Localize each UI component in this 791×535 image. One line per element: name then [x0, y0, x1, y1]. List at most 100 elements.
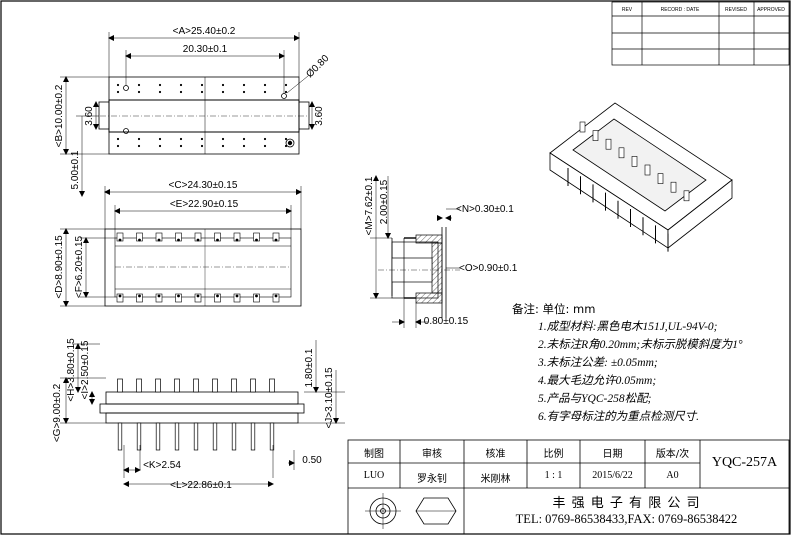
record-date-header: RECORD : DATE [661, 7, 700, 13]
pin-lower [212, 422, 218, 451]
pin-contact [221, 137, 225, 141]
pin-contact [263, 90, 267, 94]
pin-contact [137, 83, 141, 87]
pin-bottom [155, 293, 163, 303]
pin-contact [221, 83, 225, 87]
note-item: 6.有字母标注的为重点检测尺寸. [538, 411, 699, 423]
revised-header: REVISED [725, 7, 747, 13]
side-view-dimensions [60, 340, 345, 487]
hole-diameter-label: Ø0.80 [304, 53, 331, 80]
tb-value-reviewed: 罗永钊 [417, 474, 447, 485]
front-pin-row [116, 232, 280, 303]
approved-header: APPROVED [757, 7, 785, 13]
pin-bottom [272, 293, 280, 303]
pin-contact [216, 294, 219, 298]
pin-contact [158, 90, 162, 94]
note-item: 3.未标注公差: ±0.05mm; [538, 357, 658, 369]
company-name: 丰 强 电 子 有 限 公 司 [552, 496, 701, 511]
dim-050-label: 0.50 [302, 455, 322, 466]
pin-contact [137, 144, 141, 148]
pin-contact [221, 90, 225, 94]
pin-contact [284, 144, 288, 148]
pin-upper [155, 378, 161, 393]
side-view [99, 378, 305, 451]
pin-upper [117, 378, 123, 393]
pin-contact [157, 294, 161, 298]
mounting-hole [281, 93, 287, 99]
pin-contact [235, 238, 239, 242]
tb-header-reviewed: 审核 [422, 449, 442, 460]
pin-contact [200, 83, 204, 87]
pin-contact [157, 238, 161, 242]
note-item: 1.成型材料:黑色电木151J,UL-94V-0; [538, 321, 718, 333]
rev-header: REV [622, 7, 633, 13]
iso-pin-top [605, 138, 612, 150]
pin-upper [250, 378, 256, 393]
pin-contact [118, 238, 122, 242]
pin-contact [158, 137, 162, 141]
dim-f-label: <F>6.20±0.15 [74, 235, 85, 298]
pin-contact [242, 137, 246, 141]
dim-d-label: <D>8.90±0.15 [54, 235, 65, 299]
pin-contact [200, 137, 204, 141]
pin-contact [116, 137, 120, 141]
tb-header-date: 日期 [602, 449, 623, 460]
front-view-dimensions [60, 186, 302, 307]
pin-contact [138, 238, 141, 242]
pin-upper [231, 378, 237, 393]
tb-value-version: A0 [666, 470, 679, 481]
notes-heading: 备注: 单位: mm [512, 302, 596, 316]
pin-contact [179, 90, 183, 94]
pin-contact [158, 83, 162, 87]
pin-contact [196, 294, 200, 298]
pin-contact [242, 83, 246, 87]
pin-contact [216, 238, 219, 242]
notes-block: 备注: 单位: mm 1.成型材料:黑色电木151J,UL-94V-0; 2.未… [512, 300, 743, 426]
dim-a-label: <A>25.40±0.2 [173, 26, 236, 37]
pin-lower [269, 422, 275, 451]
pin-bottom [194, 293, 202, 303]
tb-value-scale: 1 : 1 [544, 470, 563, 481]
dim-500-label: 5.00±0.1 [70, 150, 81, 189]
iso-pin-top [592, 130, 599, 141]
pin-contact [263, 83, 267, 87]
dim-g-label: <G>9.00±0.2 [52, 383, 63, 442]
tb-value-date: 2015/6/22 [592, 470, 633, 481]
part-number: YQC-257A [711, 455, 778, 470]
pin-contact [255, 294, 258, 298]
pin-contact [274, 294, 278, 298]
pin-contact [158, 144, 162, 148]
pin-contact [116, 90, 120, 94]
pin-contact [274, 238, 278, 242]
pin-contact [118, 294, 122, 298]
note-item: 4.最大毛边允许0.05mm; [538, 375, 657, 387]
front-view [104, 228, 302, 307]
pin-contact [284, 90, 288, 94]
tb-header-version: 版本/次 [655, 449, 690, 460]
pin-contact [137, 137, 141, 141]
dim-080-label: 0.80±0.15 [424, 316, 469, 327]
pin-bottom [214, 293, 221, 303]
mounting-hole [285, 138, 295, 148]
company-contact: TEL: 0769-86538433,FAX: 0769-86538422 [515, 512, 738, 526]
dim-m-label: <M>7.62±0.1 [364, 176, 375, 235]
pin-contact [284, 137, 288, 141]
dim-c-label: <C>24.30±0.15 [169, 180, 238, 191]
iso-pin-top [657, 173, 664, 184]
pin-contact [242, 144, 246, 148]
dim-o-label: <O>0.90±0.1 [459, 263, 518, 274]
pin-contact [196, 238, 200, 242]
pin-bottom [116, 293, 124, 303]
pin-upper [269, 378, 275, 393]
pin-upper [174, 378, 180, 393]
dim-200-label: 2.00±0.15 [379, 179, 390, 224]
top-pin-grid [116, 83, 288, 148]
tb-header-scale: 比例 [543, 449, 564, 460]
iso-pin-top [670, 181, 677, 193]
dim-pitch-label: 20.30±0.1 [183, 44, 228, 55]
pin-lower [231, 422, 237, 451]
pin-contact [200, 144, 204, 148]
pin-bottom [175, 293, 182, 303]
pin-contact [138, 294, 141, 298]
